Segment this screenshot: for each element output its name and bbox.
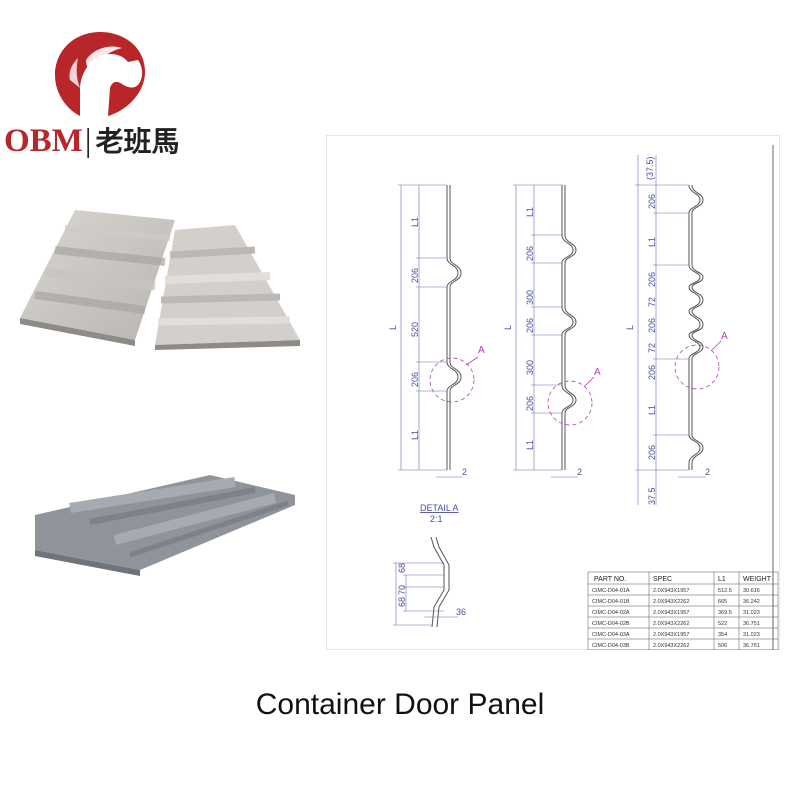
dim-520: 520 (410, 322, 420, 337)
dim-72-b: 72 (647, 343, 657, 353)
dim-206-3d: 206 (647, 365, 657, 380)
table-cell: 31.023 (743, 610, 760, 616)
dim-206-3c: 206 (647, 318, 657, 333)
table-header-2: L1 (718, 576, 726, 583)
horse-head-icon (55, 32, 145, 116)
logo-latin-text: OBM (4, 123, 83, 159)
dim-206-3b: 206 (647, 272, 657, 287)
parts-table (587, 571, 779, 650)
dim-L1-2b: L1 (525, 440, 535, 450)
table-header-1: SPEC (653, 576, 672, 583)
callout-a-1: A (478, 345, 485, 356)
table-cell: 36.751 (743, 643, 760, 649)
table-cell: 2.0X943X1957 (653, 588, 689, 594)
table-cell: 36.242 (743, 599, 760, 605)
dim-37-5-top: (37.5) (645, 156, 655, 180)
panel-photo-stacked (15, 200, 300, 350)
profile-2 (561, 185, 577, 470)
table-cell: 665 (718, 599, 727, 605)
dim-L-1: L (388, 325, 398, 330)
table-cell: 2.0X943X1957 (653, 632, 689, 638)
table-cell: 2.0X943X2262 (653, 643, 689, 649)
dim-37-5-bottom: 37.5 (647, 487, 657, 505)
detail-dim-36: 36 (456, 607, 466, 617)
dim-72-a: 72 (647, 297, 657, 307)
dim-2-1: 2 (462, 467, 467, 477)
logo-chinese-text: 老班馬 (95, 125, 180, 158)
technical-drawing: A L L1 206 520 206 L1 2 A L (326, 135, 780, 650)
dim-206-2b: 206 (525, 318, 535, 333)
table-cell: CIMC-D04-01A (592, 588, 630, 594)
table-cell: 30.616 (743, 588, 760, 594)
dim-206-2a: 206 (525, 246, 535, 261)
callout-a-3: A (721, 331, 728, 342)
detail-dim-68-a: 68 (397, 563, 407, 573)
detail-a-profile (430, 536, 450, 628)
table-cell: 2.0X943X2262 (653, 621, 689, 627)
dim-L1-3a: L1 (647, 237, 657, 247)
dim-300-2a: 300 (525, 290, 535, 305)
dim-L1-2a: L1 (525, 207, 535, 217)
table-cell: 354 (718, 632, 727, 638)
dim-206-2c: 206 (525, 396, 535, 411)
dim-L-3: L (625, 325, 635, 330)
dim-206-3a: 206 (647, 194, 657, 209)
table-cell: 31.023 (743, 632, 760, 638)
table-cell: 36.751 (743, 621, 760, 627)
table-cell: CIMC-D04-03A (592, 632, 630, 638)
logo-separator: | (84, 123, 92, 159)
dim-2-3: 2 (705, 467, 710, 477)
table-cell: CIMC-D04-02B (592, 621, 630, 627)
dim-L-2: L (503, 325, 513, 330)
dim-L1-1a: L1 (410, 217, 420, 227)
profile-3 (688, 184, 704, 470)
brand-logo: OBM|老班馬 (0, 20, 220, 160)
table-cell: CIMC-D04-02A (592, 610, 630, 616)
dim-206-1a: 206 (410, 268, 420, 283)
callout-a-2: A (594, 367, 601, 378)
table-header-0: PART NO. (594, 576, 626, 583)
table-cell: CIMC-D04-01B (592, 599, 630, 605)
dim-L1-3b: L1 (647, 405, 657, 415)
table-cell: 2.0X943X2262 (653, 599, 689, 605)
dim-206-3e: 206 (647, 445, 657, 460)
detail-dim-68-b: 68 (397, 597, 407, 607)
dim-206-1b: 206 (410, 372, 420, 387)
table-cell: 522 (718, 621, 727, 627)
table-header-3: WEIGHT (743, 576, 772, 583)
detail-a-scale: 2:1 (430, 514, 443, 524)
detail-a-title: DETAIL A (420, 503, 459, 513)
dim-300-2b: 300 (525, 360, 535, 375)
caption: Container Door Panel (255, 688, 545, 721)
table-cell: 506 (718, 643, 727, 649)
detail-dim-70: 70 (397, 585, 407, 595)
table-cell: 2.0X943X1957 (653, 610, 689, 616)
table-cell: 512.5 (718, 588, 732, 594)
profile-1 (446, 185, 462, 470)
table-cell: 369.5 (718, 610, 732, 616)
panel-photo-single (30, 460, 300, 580)
dim-2-2: 2 (577, 467, 582, 477)
dim-L1-1b: L1 (410, 430, 420, 440)
table-cell: CIMC-D04-03B (592, 643, 630, 649)
